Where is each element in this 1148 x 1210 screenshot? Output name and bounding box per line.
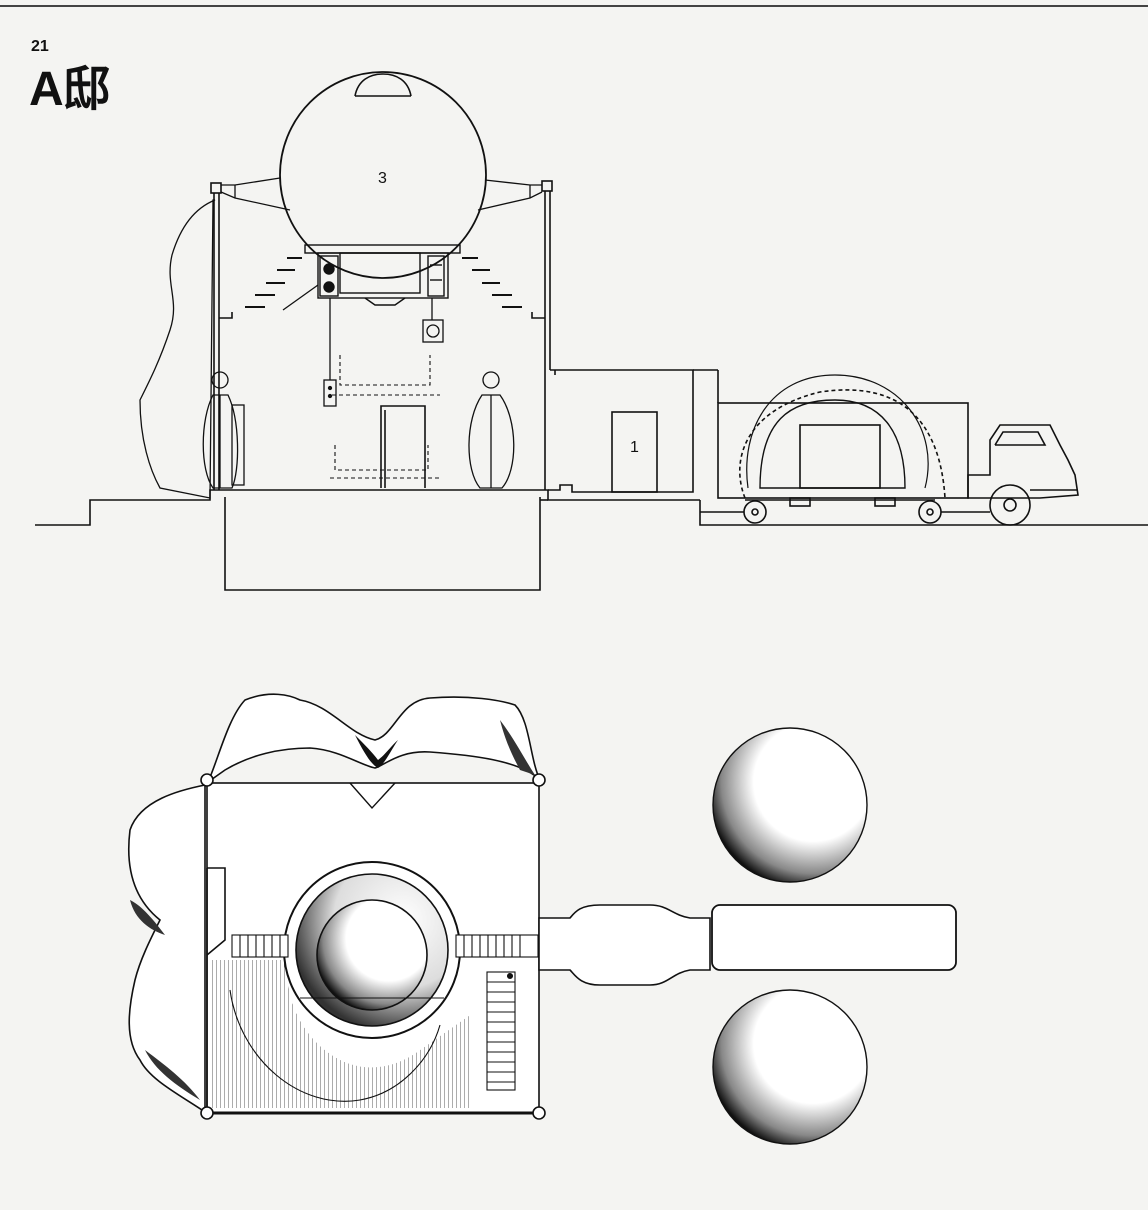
hatched-floor xyxy=(212,960,470,1108)
annex-door-label: 1 xyxy=(630,439,639,456)
plan-spheres xyxy=(711,727,957,1145)
plan-top-rock-shade xyxy=(355,735,398,768)
annex: 1 xyxy=(550,369,719,493)
sphere-room: 3 xyxy=(279,71,487,279)
sphere-brackets xyxy=(220,177,543,211)
plan-sphere-ring xyxy=(283,861,461,1039)
interior-door xyxy=(380,405,426,488)
hanging-devices xyxy=(282,284,444,407)
house-walls xyxy=(210,180,553,490)
top-rule xyxy=(0,5,1148,7)
basement xyxy=(224,497,541,591)
wall-ledges xyxy=(219,312,545,319)
section-drawing: 3 xyxy=(35,71,1148,591)
plan-top-rock xyxy=(206,693,541,785)
plan-drawing xyxy=(127,693,957,1145)
page-number: 21 xyxy=(31,38,49,55)
truck-cab xyxy=(967,424,1079,526)
sphere-base-equipment xyxy=(304,244,461,306)
capsule-figure-right xyxy=(468,371,515,489)
capsule-figure-left xyxy=(202,371,245,489)
trailer xyxy=(700,374,990,524)
entry-steps xyxy=(548,484,600,493)
plan-left-rock xyxy=(127,784,206,1114)
rock-mass xyxy=(139,199,216,499)
ground-line xyxy=(35,489,1148,526)
sphere-room-label: 3 xyxy=(378,170,387,187)
corner-posts xyxy=(200,773,546,1120)
page-title: A邸 xyxy=(29,63,111,116)
plan-corridor xyxy=(538,904,711,986)
stair-steps xyxy=(245,257,522,308)
plan-top-rock-shade-2 xyxy=(500,720,535,775)
plan-stairs xyxy=(231,934,539,1091)
